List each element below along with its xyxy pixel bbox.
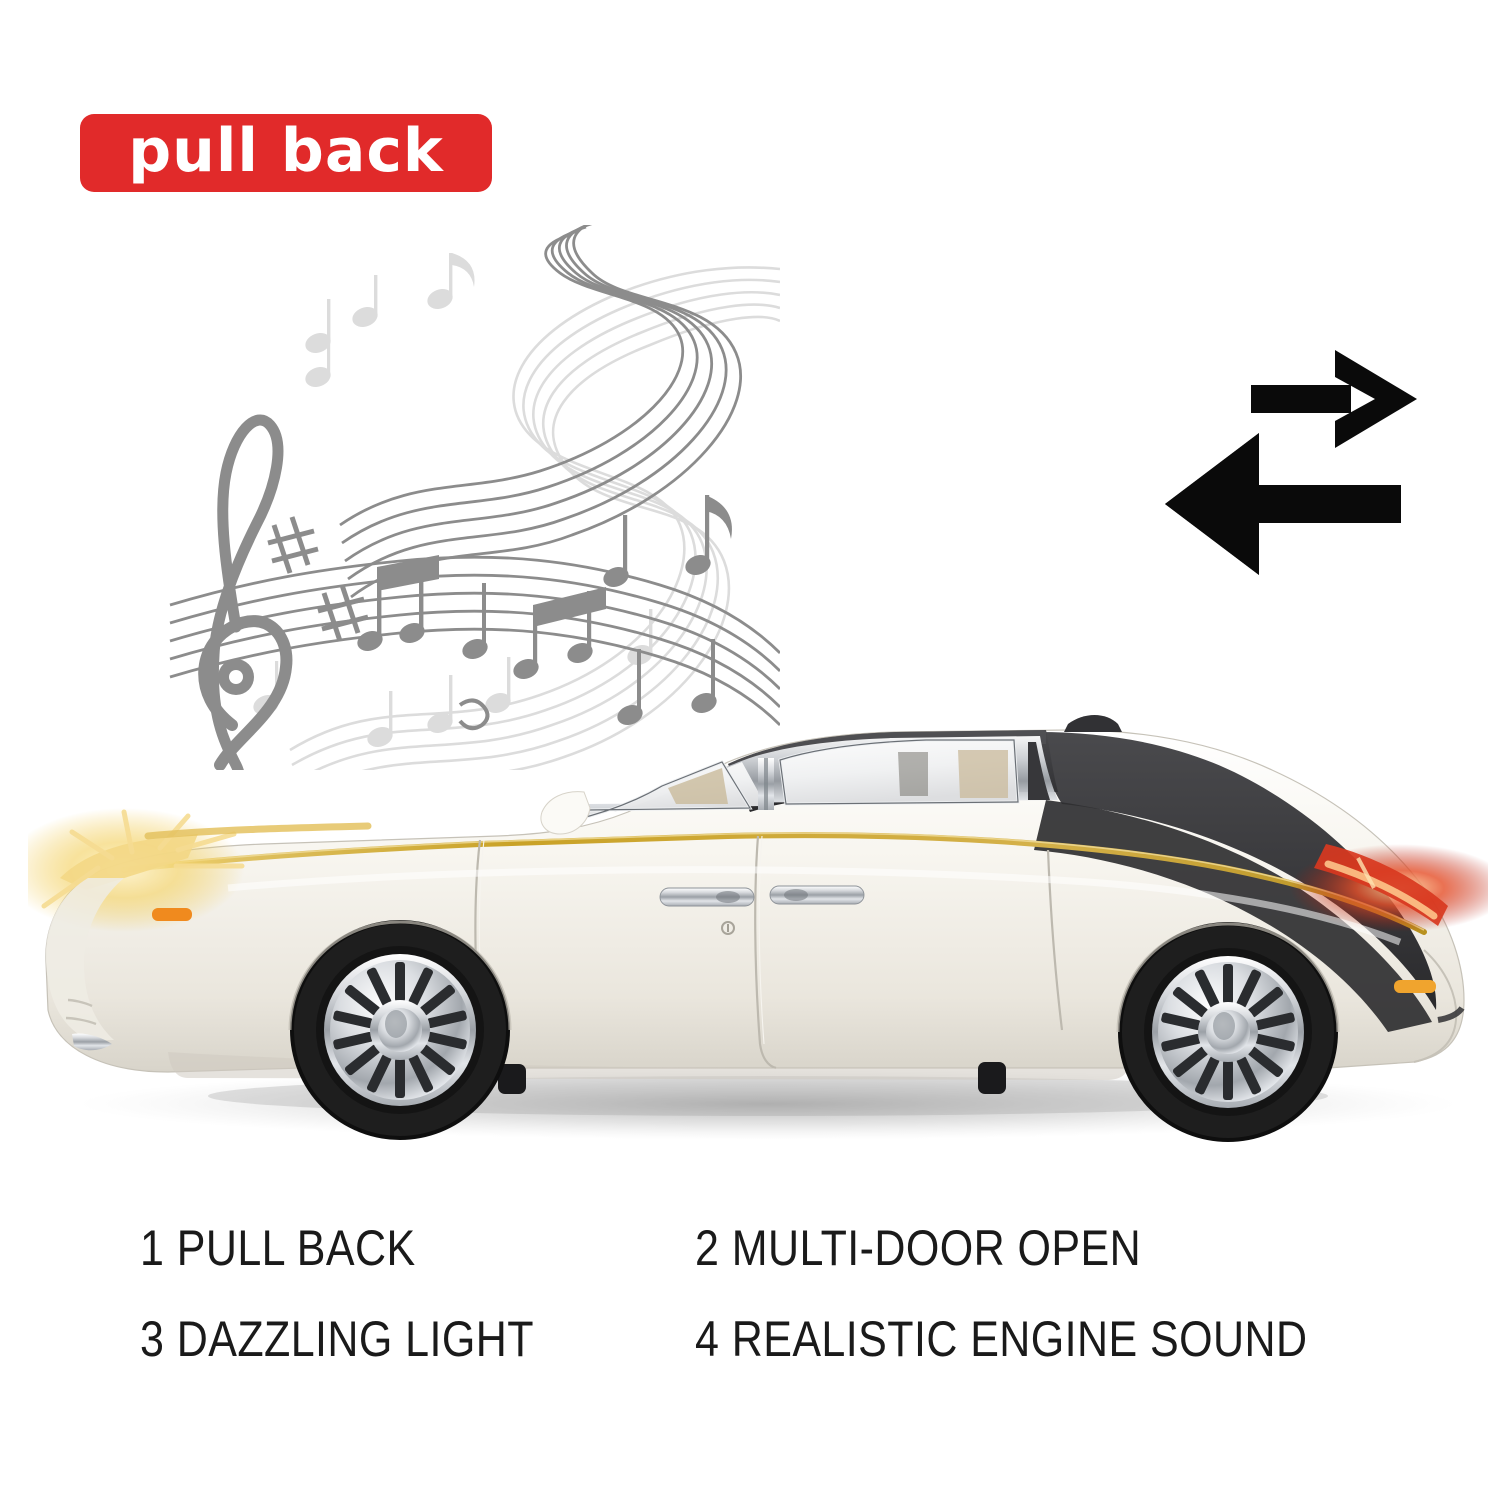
- music-notes-icon: [140, 225, 780, 770]
- feature-item-2: 2 MULTI-DOOR OPEN: [695, 1220, 1142, 1276]
- pull-back-arrows-icon: [1163, 345, 1418, 610]
- stabilizer-peg-front: [498, 1064, 526, 1094]
- feature-item-1: 1 PULL BACK: [140, 1220, 416, 1276]
- rear-side-marker: [1394, 980, 1436, 993]
- front-wheel: [290, 920, 510, 1140]
- rear-wheel: [1118, 922, 1338, 1142]
- door-lock: [721, 921, 735, 935]
- taillight: [1290, 844, 1488, 932]
- door-handle-front: [659, 887, 755, 907]
- diecast-model-car: R: [28, 700, 1488, 1180]
- feature-list: 1 PULL BACK 2 MULTI-DOOR OPEN 3 DAZZLING…: [140, 1222, 1430, 1365]
- pull-back-badge-label: pull back: [128, 116, 444, 186]
- stabilizer-peg-rear: [978, 1062, 1006, 1094]
- arrow-right-icon: [1251, 350, 1417, 448]
- roof-antenna: [1064, 715, 1122, 732]
- door-handle-rear: [769, 885, 865, 905]
- arrow-left-icon: [1165, 433, 1401, 575]
- feature-item-4: 4 REALISTIC ENGINE SOUND: [695, 1310, 1308, 1367]
- feature-item-3: 3 DAZZLING LIGHT: [140, 1310, 534, 1367]
- side-mirror: [540, 791, 591, 835]
- front-side-marker: [152, 908, 192, 921]
- pull-back-badge: pull back: [80, 114, 492, 192]
